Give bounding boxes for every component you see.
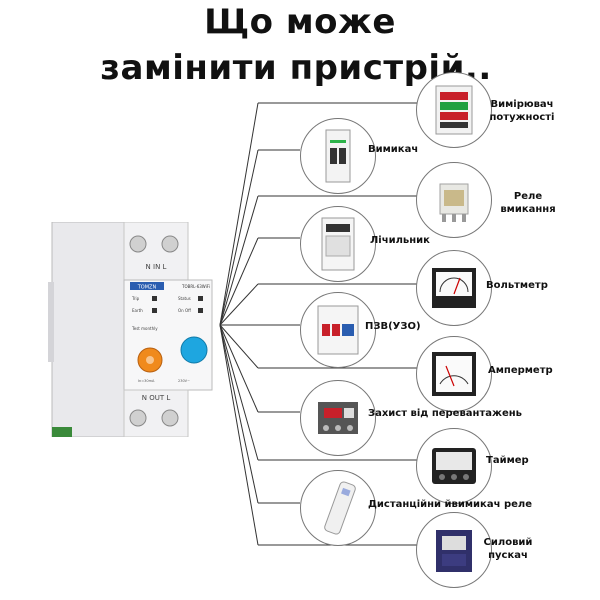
svg-text:Earth: Earth [132, 308, 143, 313]
electricity-meter-icon [300, 206, 376, 282]
label-timer: Таймер [486, 455, 529, 466]
label-voltmeter: Вольтметр [486, 280, 548, 291]
remote-icon [300, 470, 376, 546]
relay-icon [416, 162, 492, 238]
title-line-1: Що може [204, 2, 396, 42]
contactor-icon [416, 512, 492, 588]
svg-text:Test monthly: Test monthly [131, 326, 158, 331]
label-power-meter: Вимірювач потужності [489, 99, 555, 123]
ammeter-icon [416, 336, 492, 412]
label-overload: Захист від перевантажень [368, 408, 522, 419]
label-rcd: ПЗВ(УЗО) [365, 321, 421, 332]
svg-text:In=30mA: In=30mA [138, 379, 155, 383]
power-meter-icon [416, 72, 492, 148]
svg-text:Status: Status [178, 296, 191, 301]
overload-relay-icon [300, 380, 376, 456]
label-ammeter: Амперметр [488, 365, 553, 376]
voltmeter-icon [416, 250, 492, 326]
svg-text:Trip: Trip [131, 296, 140, 301]
label-contactor: Силовий пускач [483, 537, 533, 561]
rcd-icon [300, 292, 376, 368]
label-counter: Лічильник [370, 235, 430, 246]
label-relay: Реле вмикання [500, 191, 556, 215]
svg-text:230V~: 230V~ [178, 379, 190, 383]
timer-icon [416, 428, 492, 504]
out-label: N OUT L [142, 394, 171, 402]
title-line-2: замінити пристрій.. [100, 48, 492, 88]
svg-text:TOBRL-63WiFi: TOBRL-63WiFi [181, 284, 210, 289]
label-remote: Дистанційни йвимикач реле [368, 499, 532, 510]
svg-text:On Off: On Off [178, 308, 191, 313]
label-breaker: Вимикач [368, 144, 419, 155]
breaker-icon [300, 118, 376, 194]
in-label: N IN L [146, 263, 167, 271]
svg-text:TOMZN: TOMZN [137, 285, 157, 291]
smart-breaker-device: N IN L TOMZN TOBRL-63WiFi Trip Earth Sta… [48, 221, 218, 438]
